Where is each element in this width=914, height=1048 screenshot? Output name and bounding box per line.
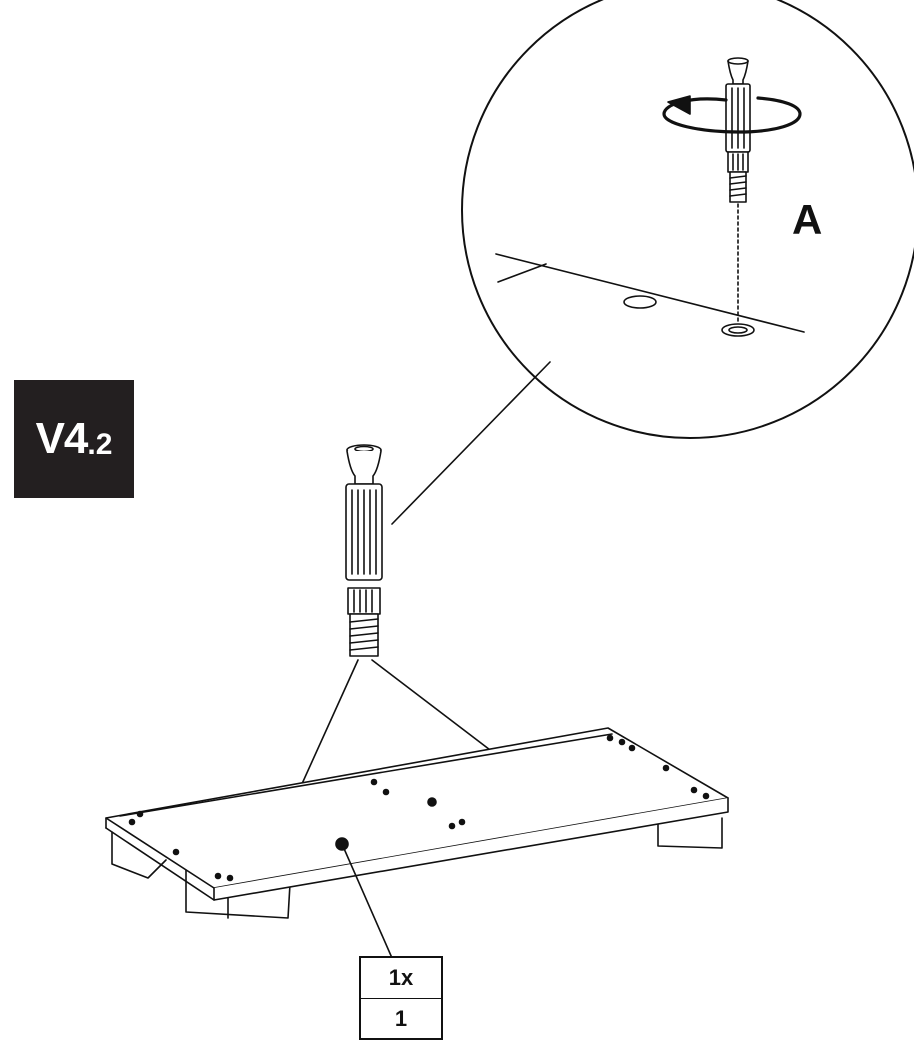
quantity-divider — [361, 998, 441, 999]
part-number: 1 — [394, 1006, 408, 1031]
zoom-leader-line — [391, 361, 551, 525]
part-count: 1x — [388, 965, 414, 990]
base-panel-illustration — [105, 727, 729, 959]
zoom-detail-label: A — [792, 196, 823, 243]
step-substep: .2 — [87, 428, 113, 461]
step-badge: V4.2 — [14, 380, 134, 498]
part-quantity-box: 1x 1 — [359, 956, 443, 1040]
zoom-circle-outline — [461, 0, 914, 439]
cam-bolt-icon — [345, 444, 383, 657]
part-reference-line — [341, 843, 393, 959]
zoom-detail — [391, 0, 914, 525]
hole-empty — [623, 295, 657, 309]
rotate-arrow-icon — [662, 95, 802, 134]
step-number: V4 — [35, 414, 89, 463]
hole-insert — [721, 323, 755, 337]
zoom-bolt-icon — [725, 57, 751, 203]
